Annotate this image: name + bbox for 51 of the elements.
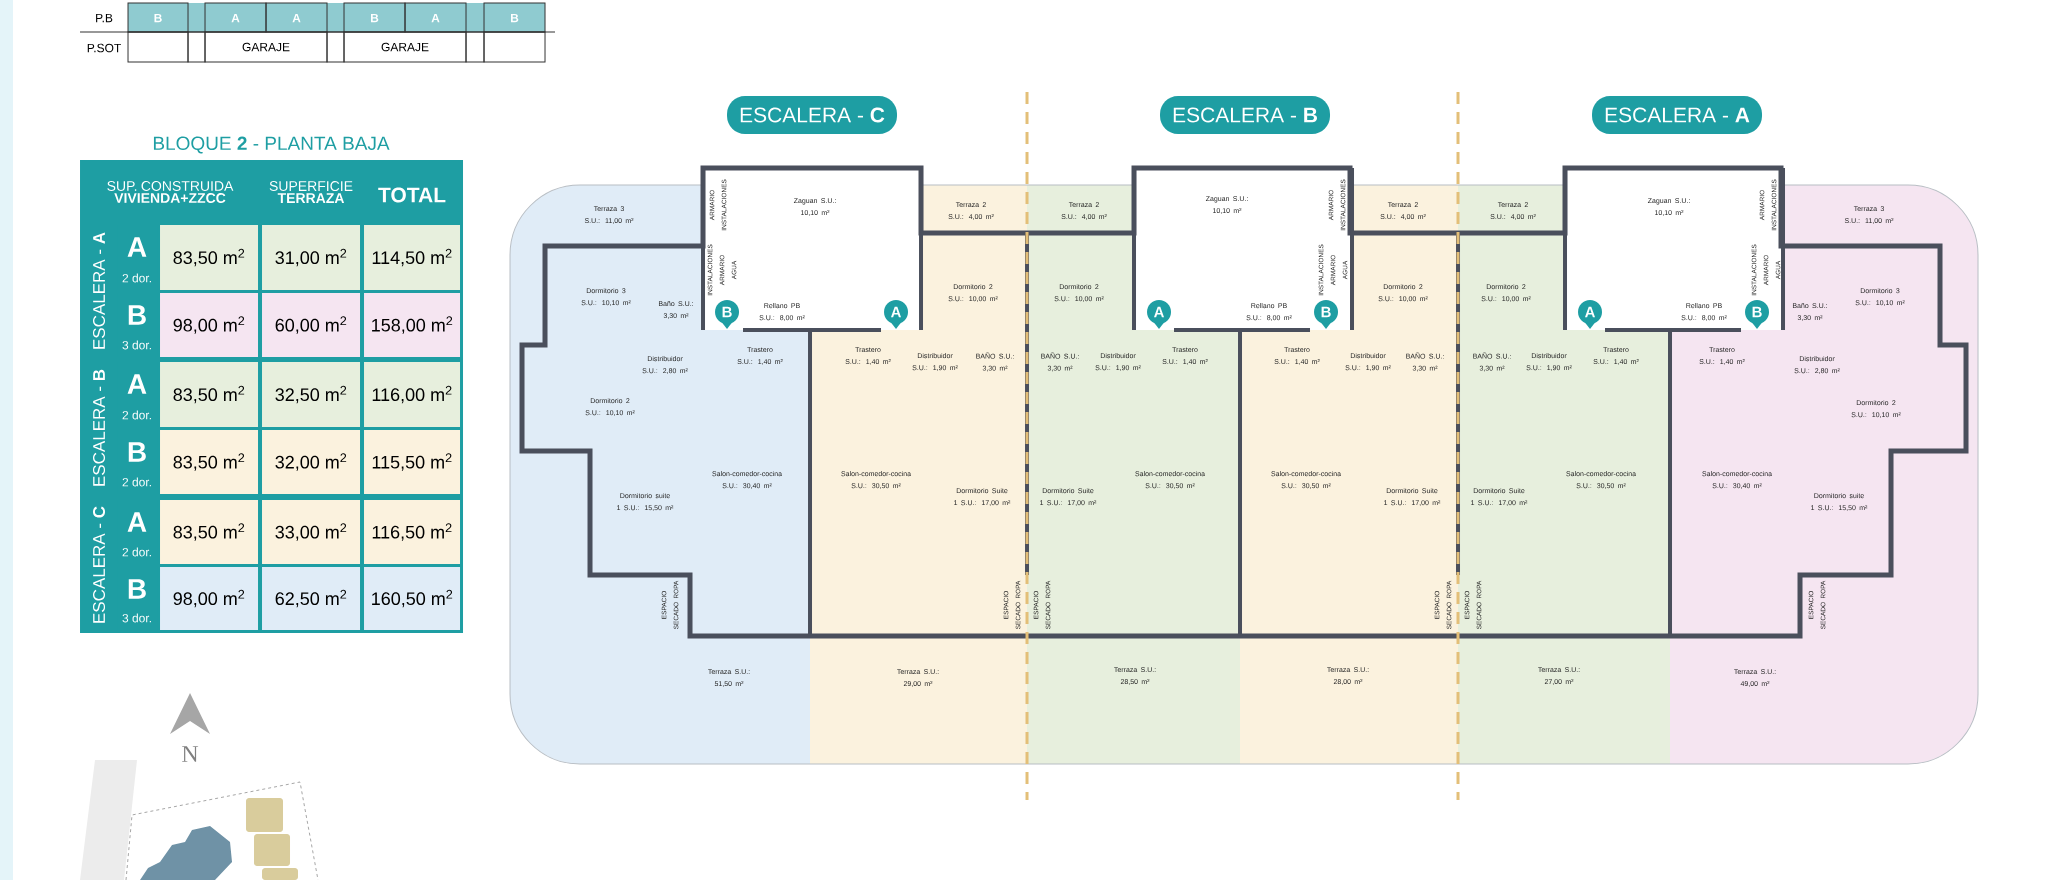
table-cell: 114,50 m$^{2}$ [364, 225, 460, 290]
table-cell: 60,00 m$^{2}$ [262, 293, 360, 357]
table-cell: 83,50 m$^{2}$ [160, 362, 258, 427]
table-cell: 158,00 m$^{2}$ [364, 293, 460, 357]
row-group-label: ESCALERA - B [93, 369, 106, 486]
table-cell: A [265, 2, 328, 33]
north-label: N [182, 746, 199, 762]
table-cell: GARAJE [204, 31, 328, 63]
table-cell: B [343, 2, 406, 33]
table-cell: B [127, 2, 189, 33]
table-cell: 31,00 m$^{2}$ [262, 225, 360, 290]
table-cell: 116,50 m$^{2}$ [364, 500, 460, 564]
table-cell: 83,50 m$^{2}$ [160, 500, 258, 564]
unit-type-cell: A 2 dor. [117, 225, 157, 290]
row-header: P.B [96, 13, 113, 23]
table-title: BLOQUE 2 - PLANTA BAJA [153, 136, 390, 154]
table-cell: 98,00 m$^{2}$ [160, 293, 258, 357]
location-pin: B [1314, 300, 1338, 329]
unit-type-cell: A 2 dor. [117, 500, 157, 564]
table-cell: 98,00 m$^{2}$ [160, 567, 258, 630]
table-cell: 116,00 m$^{2}$ [364, 362, 460, 427]
unit-type-cell: A 2 dor. [117, 362, 157, 427]
table-cell: 160,50 m$^{2}$ [364, 567, 460, 630]
unit-type-cell: B 2 dor. [117, 430, 157, 494]
location-pin: B [1745, 300, 1769, 329]
table-cell: 32,50 m$^{2}$ [262, 362, 360, 427]
row-group-label: ESCALERA - C [93, 506, 106, 623]
table-cell: 62,50 m$^{2}$ [262, 567, 360, 630]
table-cell: GARAJE [343, 31, 467, 63]
row-header: P.SOT [87, 43, 121, 53]
location-pin: A [1578, 300, 1602, 329]
table-cell: 83,50 m$^{2}$ [160, 430, 258, 494]
table-cell: B [483, 2, 546, 33]
unit-type-cell: B 3 dor. [117, 293, 157, 357]
location-pin: A [884, 300, 908, 329]
table-cell: 33,00 m$^{2}$ [262, 500, 360, 564]
stair-badge: ESCALERA - B [1160, 96, 1330, 134]
column-header: TOTAL [378, 187, 446, 203]
unit-type-cell: B 3 dor. [117, 567, 157, 630]
column-header: SUPERFICIE TERRAZA [269, 181, 353, 203]
location-pin: B [715, 300, 739, 329]
table-cell: A [404, 2, 467, 33]
column-header: SUP. CONSTRUIDA VIVIENDA+ZZCC [107, 181, 234, 203]
table-cell: 115,50 m$^{2}$ [364, 430, 460, 494]
location-pin: A [1147, 300, 1171, 329]
stair-badge: ESCALERA - C [727, 96, 897, 134]
table-cell: 83,50 m$^{2}$ [160, 225, 258, 290]
table-cell: 32,00 m$^{2}$ [262, 430, 360, 494]
stair-badge: ESCALERA - A [1592, 96, 1762, 134]
table-cell: A [204, 2, 267, 33]
row-group-label: ESCALERA - A [93, 232, 106, 349]
